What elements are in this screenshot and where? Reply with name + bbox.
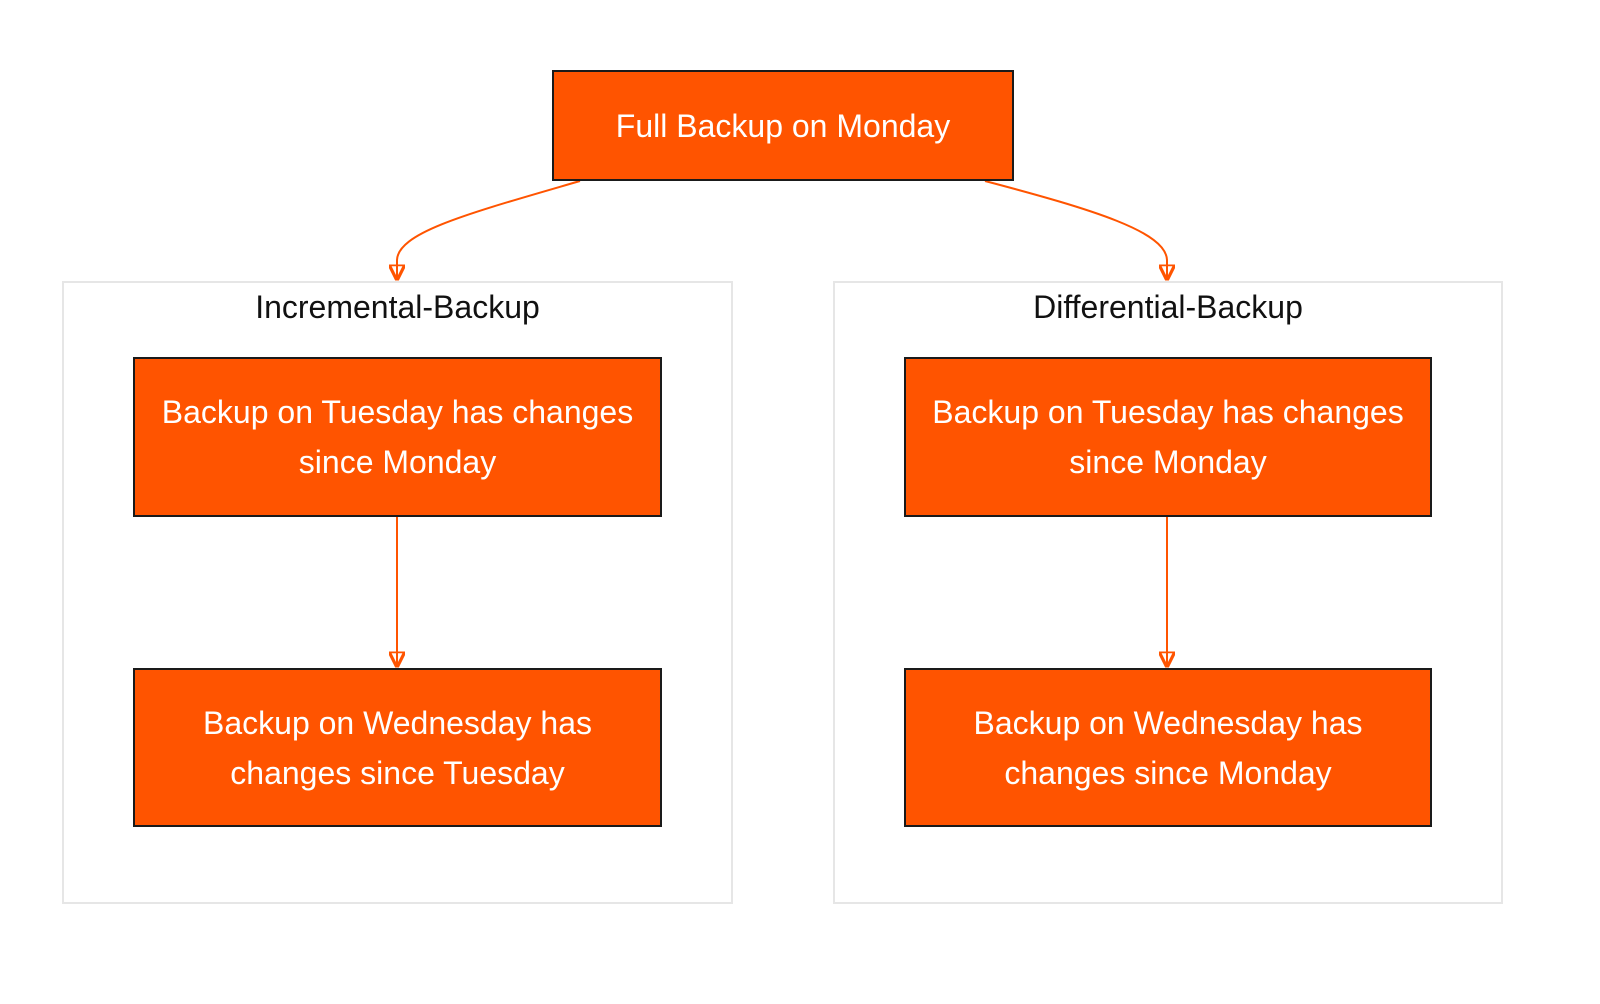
node-incremental-wednesday: Backup on Wednesday has changes since Tu…	[133, 668, 662, 827]
edge-full-to-differential	[984, 180, 1167, 279]
node-label: Backup on Tuesday has changes since Mond…	[161, 394, 634, 480]
node-differential-tuesday: Backup on Tuesday has changes since Mond…	[904, 357, 1432, 517]
node-label: Backup on Tuesday has changes since Mond…	[932, 394, 1404, 480]
edge-full-to-incremental	[397, 180, 581, 279]
node-full-backup-monday: Full Backup on Monday	[552, 70, 1014, 181]
node-label: Backup on Wednesday has changes since Mo…	[973, 704, 1363, 791]
node-differential-wednesday: Backup on Wednesday has changes since Mo…	[904, 668, 1432, 827]
cluster-title: Differential-Backup	[1033, 289, 1303, 325]
node-incremental-tuesday: Backup on Tuesday has changes since Mond…	[133, 357, 662, 517]
node-label: Full Backup on Monday	[615, 107, 951, 144]
cluster-title: Incremental-Backup	[255, 289, 540, 325]
node-label: Backup on Wednesday has changes since Tu…	[203, 704, 592, 791]
